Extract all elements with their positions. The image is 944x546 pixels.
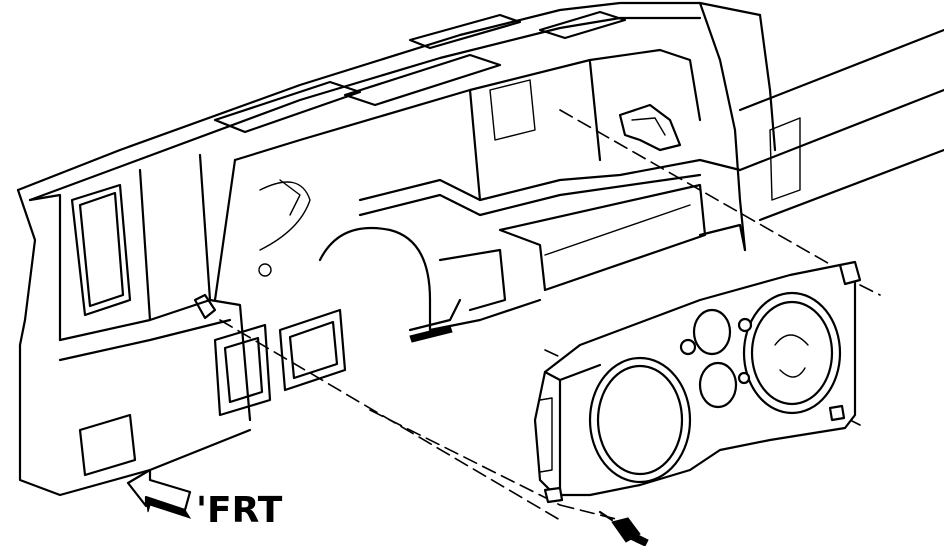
- speedometer-gauge: [588, 356, 692, 484]
- front-arrow-icon: [126, 468, 192, 512]
- small-gauge-top: [692, 308, 732, 356]
- front-direction-label: 'FRT: [196, 490, 283, 531]
- cluster-screw: [598, 510, 649, 546]
- instrument-cluster: [533, 260, 862, 504]
- front-arrow: 'FRT: [126, 468, 283, 531]
- small-gauge-bottom: [698, 361, 738, 409]
- tachometer-gauge: [742, 291, 842, 415]
- instrument-panel-carrier: [16, 1, 944, 497]
